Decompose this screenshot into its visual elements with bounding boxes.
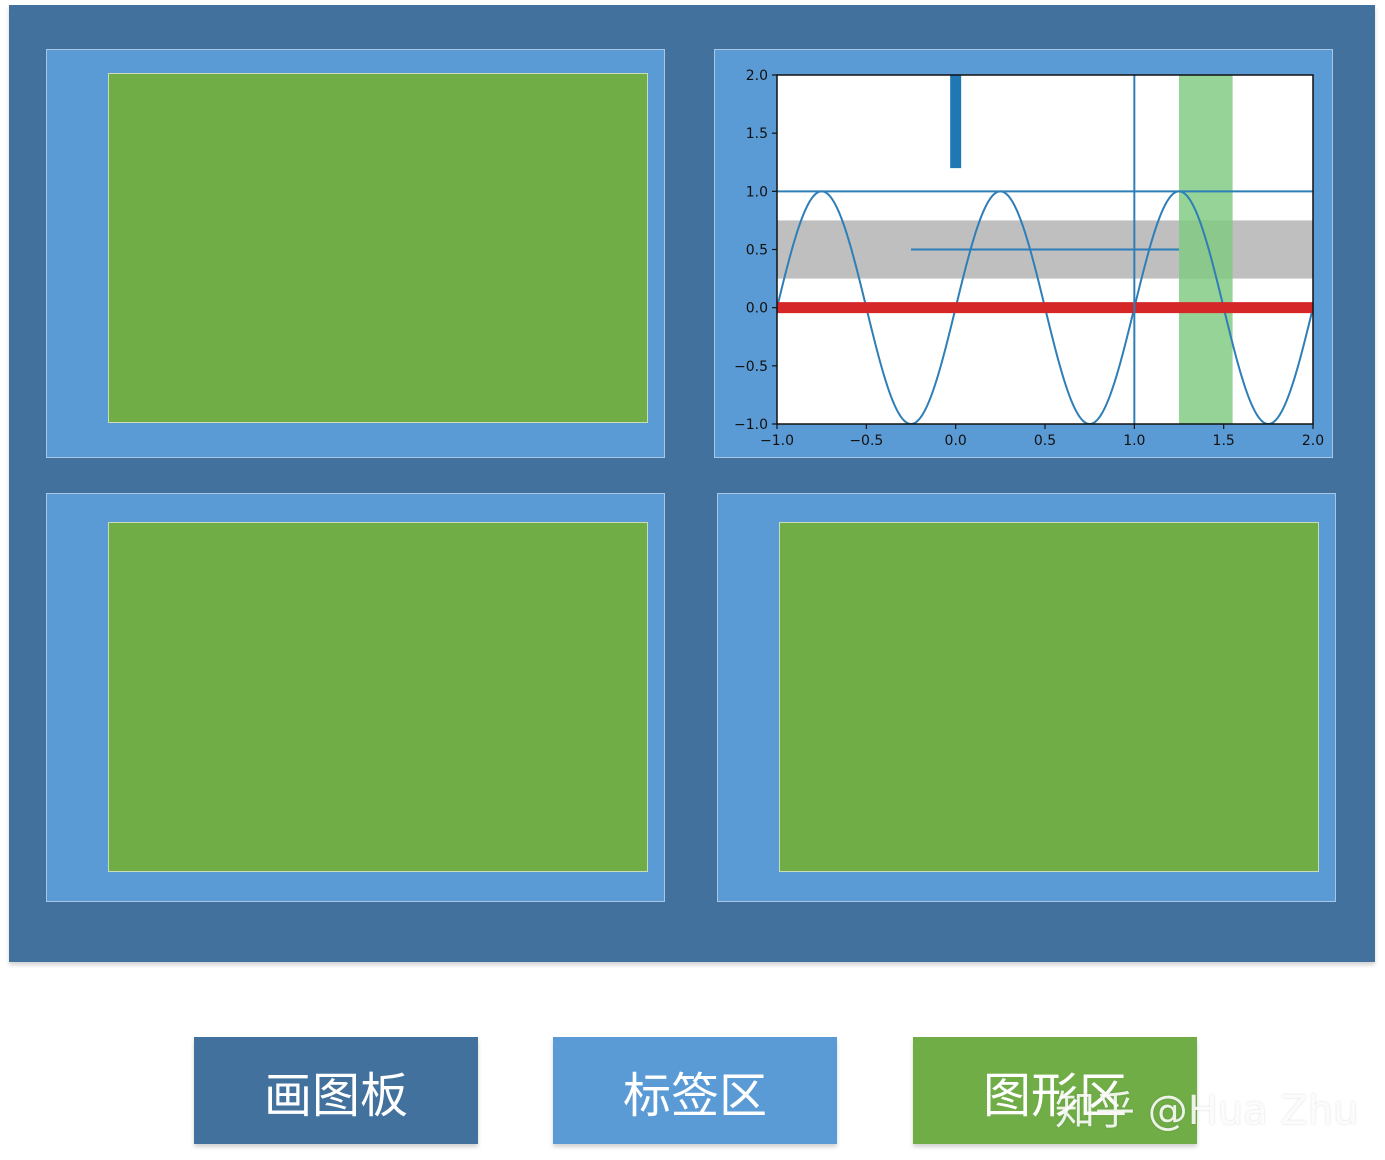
y-tick-label: −1.0	[734, 417, 768, 433]
plot-area-bottom-right	[779, 522, 1319, 872]
y-tick-label: 1.5	[746, 126, 768, 142]
sine-chart: −1.0 −0.5 0.0 0.5 1.0 1.5 2.0 2.0 1.5 1.0 0.5 0.0 −0…	[734, 68, 1324, 449]
x-tick-label: 2.0	[1302, 433, 1324, 449]
y-tick-label: 0.5	[746, 243, 768, 259]
watermark: 知乎 @Hua Zhu	[1055, 1088, 1359, 1134]
y-tick-label: 1.0	[746, 184, 768, 200]
x-tick-label: 1.5	[1213, 433, 1235, 449]
y-tick-label: 0.0	[746, 301, 768, 317]
label-area-top-right: −1.0 −0.5 0.0 0.5 1.0 1.5 2.0 2.0 1.5 1.0 0.5 0.0 −0…	[714, 49, 1333, 458]
x-tick-label: 1.0	[1123, 433, 1145, 449]
y-tick-label: −0.5	[734, 359, 768, 375]
x-tick-label: 0.5	[1034, 433, 1056, 449]
x-tick-label: −0.5	[849, 433, 883, 449]
x-tick-label: −1.0	[760, 433, 794, 449]
x-tick-label: 0.0	[945, 433, 967, 449]
y-tick-label: 2.0	[746, 68, 768, 84]
axvspan-band	[1179, 75, 1233, 424]
plot-area-bottom-left	[108, 522, 648, 872]
legend-canvas: 画图板	[194, 1037, 478, 1144]
legend-plot-area: 图形区	[913, 1037, 1197, 1144]
plot-area-top-left	[108, 73, 648, 423]
legend-label-area: 标签区	[553, 1037, 837, 1144]
